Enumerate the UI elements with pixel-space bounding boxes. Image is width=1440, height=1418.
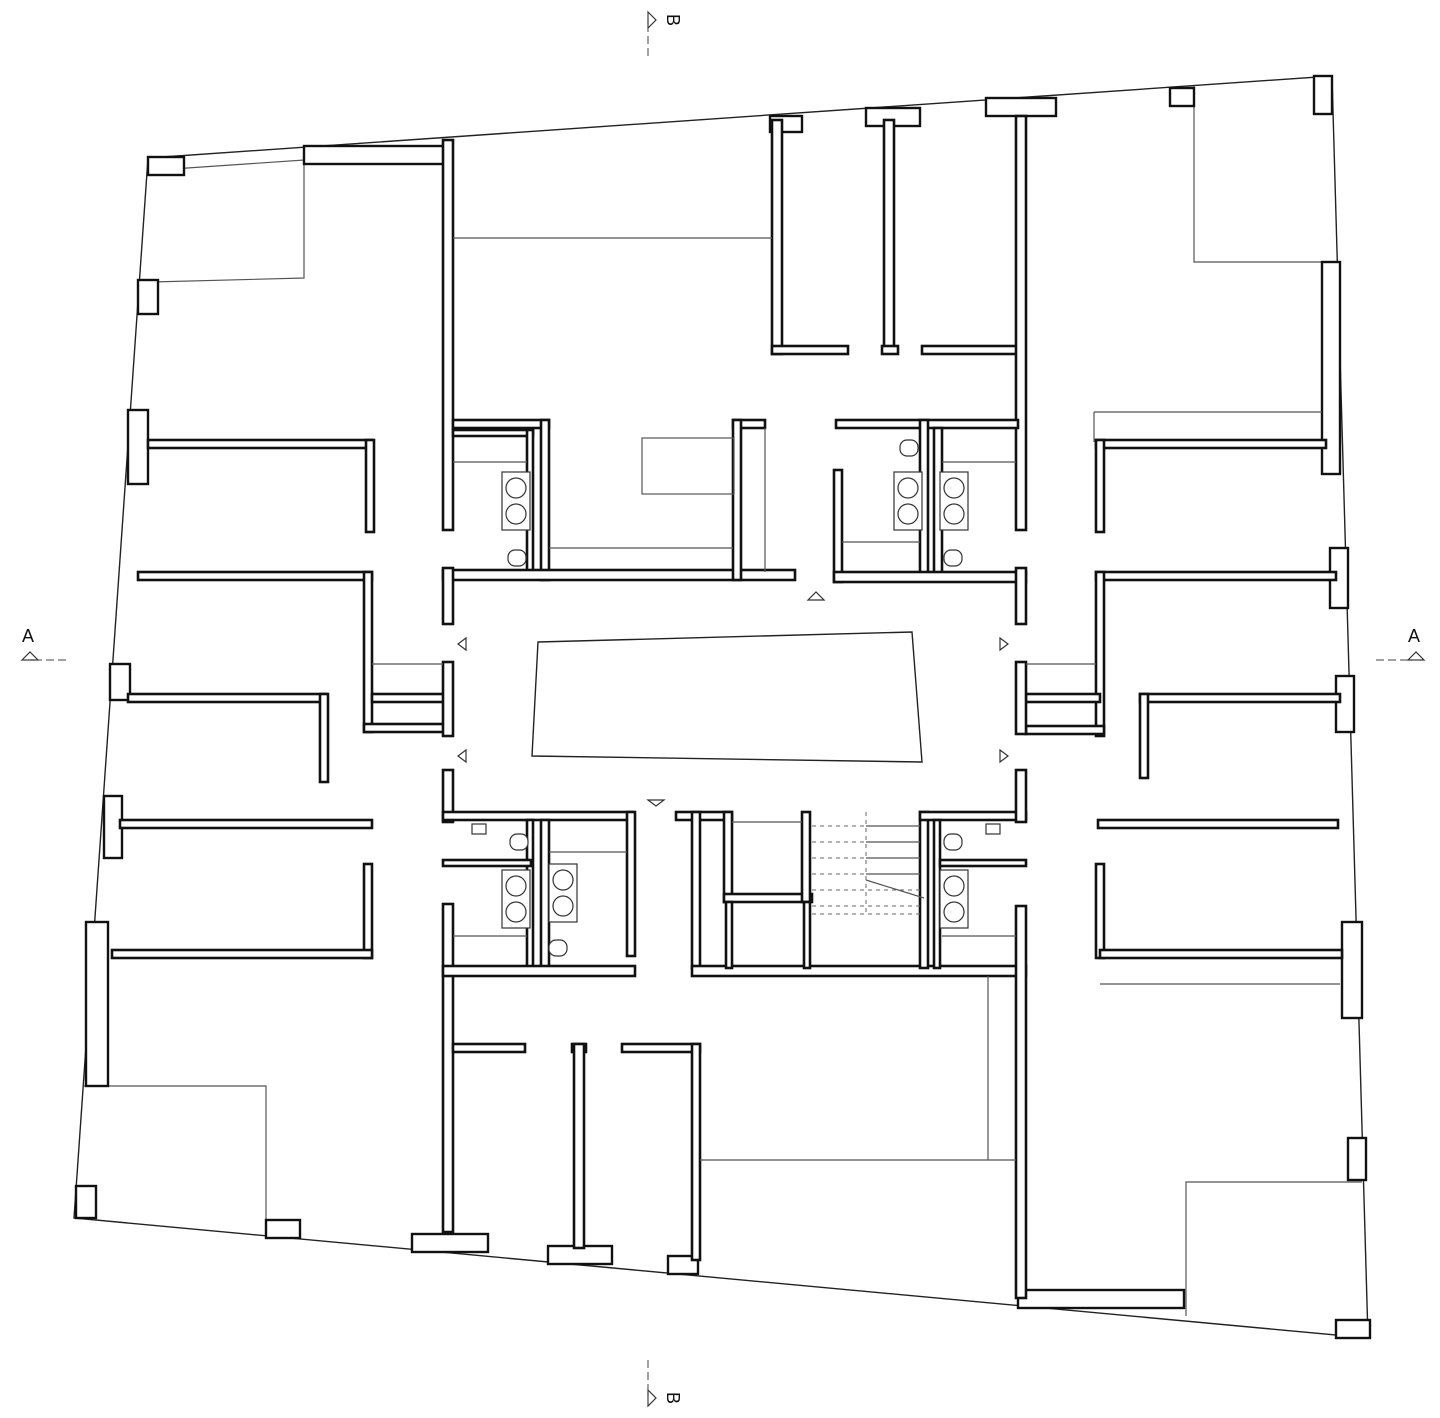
interior-walls bbox=[110, 114, 1344, 1300]
perimeter-columns bbox=[74, 74, 1372, 1340]
section-a-label-left: A bbox=[22, 626, 34, 646]
sanitary-fixtures bbox=[471, 439, 1001, 957]
balconies bbox=[84, 86, 1362, 1316]
section-b-label-top: B bbox=[663, 14, 683, 26]
section-marker-a-right: A bbox=[1376, 626, 1426, 661]
entrance-markers bbox=[457, 591, 1009, 807]
building-outline bbox=[73, 75, 1369, 1339]
section-marker-b-bottom: B bbox=[647, 1360, 683, 1408]
central-lightwell bbox=[531, 631, 923, 763]
section-marker-a-left: A bbox=[20, 626, 70, 661]
section-b-label-bottom: B bbox=[663, 1392, 683, 1404]
section-a-label-right: A bbox=[1408, 626, 1420, 646]
section-marker-b-top: B bbox=[647, 10, 683, 60]
thin-partitions bbox=[372, 237, 1340, 1161]
staircase bbox=[812, 812, 925, 915]
